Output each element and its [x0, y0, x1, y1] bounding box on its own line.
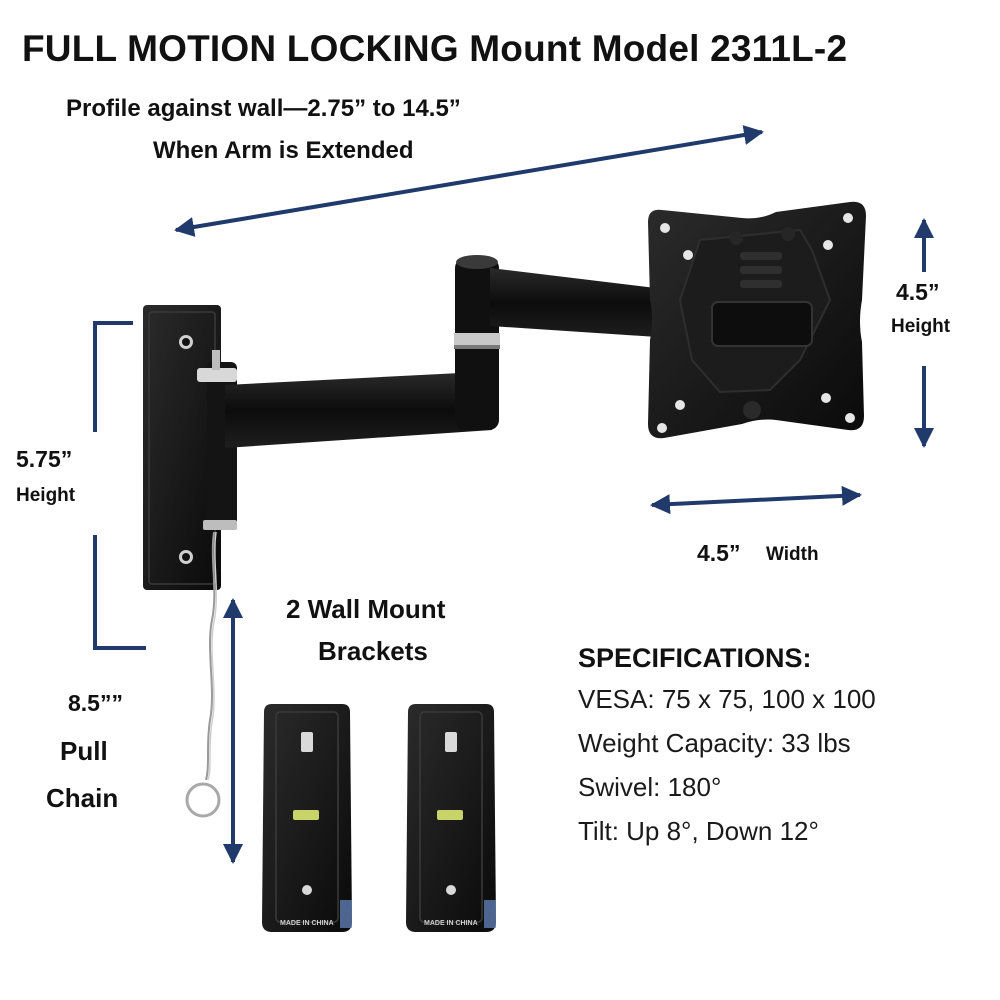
page-title: FULL MOTION LOCKING Mount Model 2311L-2: [22, 28, 848, 69]
plate-height-label: Height: [891, 316, 951, 337]
wall-plate-height-label: Height: [16, 485, 76, 506]
spec-weight-capacity: Weight Capacity: 33 lbs: [578, 728, 851, 758]
profile-text-line1: Profile against wall—2.75” to 14.5”: [66, 95, 461, 122]
chain-length-value: 8.5””: [68, 690, 123, 716]
chain-label-line2: Chain: [46, 783, 119, 813]
brackets-label-line2: Brackets: [318, 636, 428, 666]
plate-width-value: 4.5”: [697, 540, 741, 566]
plate-width-label: Width: [766, 544, 819, 565]
profile-arrow: [174, 125, 764, 237]
wall-plate-height-value: 5.75”: [16, 446, 73, 472]
wall-bracket-right: [406, 704, 496, 932]
upper-arm: [490, 268, 672, 338]
spec-tilt: Tilt: Up 8°, Down 12°: [578, 816, 819, 846]
brackets-label-line1: 2 Wall Mount: [286, 594, 446, 624]
elbow-joint: [454, 255, 500, 430]
spec-swivel: Swivel: 180°: [578, 772, 722, 802]
plate-width-arrow: [650, 485, 862, 515]
wall-plate-height-bracket: [93, 321, 133, 432]
plate-height-value: 4.5”: [896, 279, 940, 305]
wall-bracket-left: [262, 704, 352, 932]
chain-label-line1: Pull: [60, 736, 108, 766]
pull-chain: [185, 531, 221, 818]
bracket-stamp-right: MADE IN CHINA: [424, 920, 478, 927]
bracket-stamp-left: MADE IN CHINA: [280, 920, 334, 927]
spec-vesa: VESA: 75 x 75, 100 x 100: [578, 684, 876, 714]
lower-arm: [225, 372, 492, 448]
vesa-plate: [648, 201, 866, 439]
specifications-heading: SPECIFICATIONS:: [578, 643, 812, 673]
